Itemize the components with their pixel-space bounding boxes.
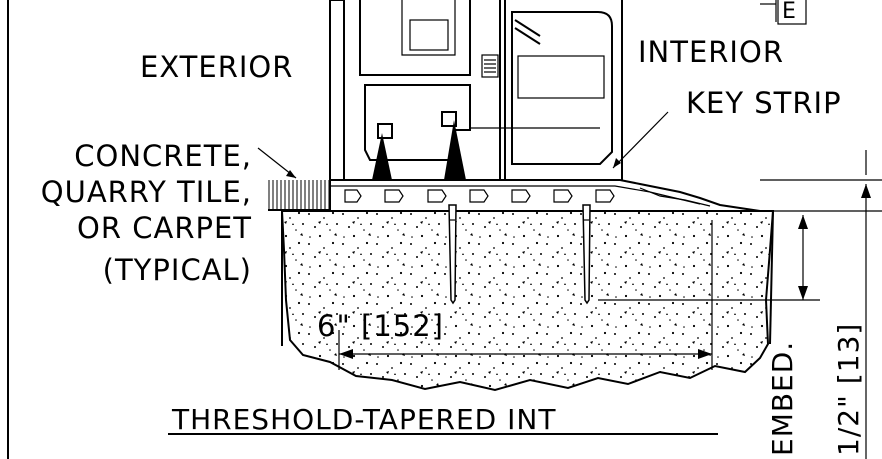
floor-finish-label-line4: (TYPICAL) (103, 253, 252, 287)
dimension-lines (338, 150, 882, 459)
floor-finish-hatch (268, 180, 330, 211)
concrete-slab (280, 210, 775, 392)
anchor-pins (448, 204, 591, 305)
detail-title: THRESHOLD-TAPERED INT (171, 403, 556, 436)
threshold-profile (329, 179, 761, 212)
width-dimension-label: 6" [152] (317, 309, 444, 343)
svg-text:E: E (782, 0, 796, 24)
embed-label: EMBED. (766, 341, 799, 456)
floor-finish-label-line1: CONCRETE, (74, 139, 252, 173)
leader-lines (257, 111, 669, 179)
door-frame-section (329, 0, 623, 181)
embed-depth-dimension: 1/2" [13] (832, 323, 865, 456)
key-strip-label: KEY STRIP (686, 86, 842, 120)
floor-finish-label-line3: OR CARPET (77, 211, 252, 245)
interior-label: INTERIOR (638, 35, 784, 69)
weatherstrip-wedges (372, 120, 466, 180)
floor-finish-label-line2: QUARRY TILE, (41, 175, 252, 209)
exterior-label: EXTERIOR (140, 50, 293, 84)
section-reference-symbol: E (760, 0, 807, 25)
